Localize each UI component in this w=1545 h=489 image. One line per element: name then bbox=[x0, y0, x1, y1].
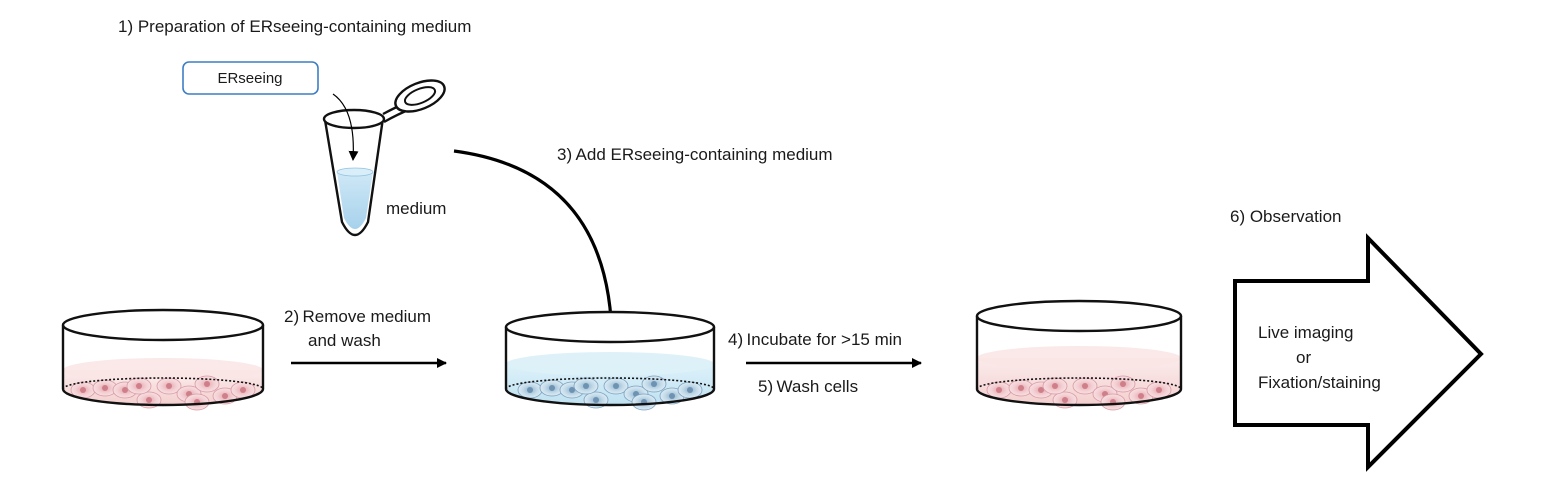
medium-label: medium bbox=[386, 199, 446, 218]
culture-dish-1 bbox=[61, 308, 265, 411]
cell-nucleus bbox=[651, 381, 657, 387]
cell-nucleus bbox=[146, 397, 152, 403]
step-5-label: 5) Wash cells bbox=[758, 377, 858, 396]
step-1-label: 1) Preparation of ERseeing-containing me… bbox=[118, 17, 471, 36]
cell-nucleus bbox=[687, 387, 693, 393]
cell-nucleus bbox=[240, 387, 246, 393]
outcome-line1: Live imaging bbox=[1258, 323, 1353, 342]
cell-nucleus bbox=[102, 385, 108, 391]
cell-nucleus bbox=[549, 385, 555, 391]
cell-nucleus bbox=[1156, 387, 1162, 393]
cell-nucleus bbox=[593, 397, 599, 403]
cell-nucleus bbox=[669, 393, 675, 399]
step-3-label: 3) Add ERseeing-containing medium bbox=[557, 145, 833, 164]
cell-nucleus bbox=[1038, 387, 1044, 393]
step-6-label: 6) Observation bbox=[1230, 207, 1342, 226]
cell-nucleus bbox=[166, 383, 172, 389]
observation-arrow bbox=[1233, 233, 1484, 472]
tube-icon bbox=[322, 79, 446, 237]
cell-nucleus bbox=[204, 381, 210, 387]
step-3-arrow bbox=[453, 149, 619, 347]
cell-nucleus bbox=[136, 383, 142, 389]
cell-nucleus bbox=[569, 387, 575, 393]
cell-nucleus bbox=[1120, 381, 1126, 387]
cell-nucleus bbox=[613, 383, 619, 389]
culture-dish-3 bbox=[975, 299, 1183, 411]
cell-nucleus bbox=[1018, 385, 1024, 391]
step-2-label-line2: and wash bbox=[308, 331, 381, 350]
step-2-label-line1: 2) Remove medium bbox=[284, 307, 431, 326]
step-4-label: 4) Incubate for >15 min bbox=[728, 330, 902, 349]
cell-nucleus bbox=[527, 387, 533, 393]
cell-nucleus bbox=[222, 393, 228, 399]
cell-nucleus bbox=[1138, 393, 1144, 399]
outcome-line3: Fixation/staining bbox=[1258, 373, 1381, 392]
cell-nucleus bbox=[996, 387, 1002, 393]
cell-nucleus bbox=[80, 387, 86, 393]
cell-nucleus bbox=[1082, 383, 1088, 389]
cell-nucleus bbox=[122, 387, 128, 393]
reagent-add-arrow bbox=[332, 93, 359, 161]
reagent-label: ERseeing bbox=[217, 70, 282, 87]
cell-nucleus bbox=[1062, 397, 1068, 403]
culture-dish-2 bbox=[504, 310, 716, 411]
cell-nucleus bbox=[583, 383, 589, 389]
outcome-line2: or bbox=[1296, 348, 1311, 367]
cell-nucleus bbox=[1052, 383, 1058, 389]
reagent-box: ERseeing bbox=[182, 61, 319, 95]
